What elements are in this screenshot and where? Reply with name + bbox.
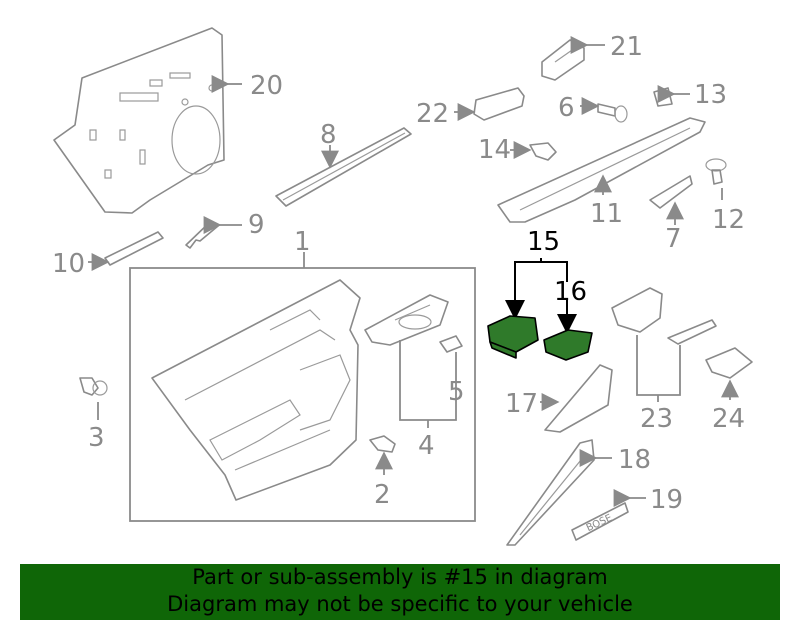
part-23-switch-housing <box>611 287 717 345</box>
callout-8: 8 <box>320 120 337 150</box>
callout-14: 14 <box>478 135 511 165</box>
part-9-bracket <box>185 221 219 249</box>
part-3-push-pin <box>79 377 108 396</box>
callout-18: 18 <box>618 445 651 475</box>
banner-line-1: Part or sub-assembly is #15 in diagram <box>192 565 608 589</box>
part-24-lamp <box>705 347 753 379</box>
part-14-clip <box>529 142 557 161</box>
part-21-switch <box>541 39 585 81</box>
part-13-clip <box>653 87 673 107</box>
callout-4: 4 <box>418 431 435 461</box>
callout-22: 22 <box>416 99 449 129</box>
info-banner: Part or sub-assembly is #15 in diagram D… <box>20 564 780 620</box>
part-11-molding <box>497 117 706 223</box>
callout-3: 3 <box>88 423 105 453</box>
parts-diagram: 20 8 9 10 1 4 5 2 <box>52 27 753 546</box>
callout-21: 21 <box>610 32 643 62</box>
callout-2: 2 <box>374 480 391 510</box>
callout-20: 20 <box>250 71 283 101</box>
callout-9: 9 <box>248 210 265 240</box>
part-19-bose-badge: BOSE <box>571 502 629 541</box>
part-15-highlighted <box>487 315 539 359</box>
part-12-pin <box>705 158 727 185</box>
callout-5: 5 <box>448 377 465 407</box>
callout-24: 24 <box>712 404 745 434</box>
part-5-screw <box>439 335 463 353</box>
callout-6: 6 <box>558 93 575 123</box>
callout-12: 12 <box>712 205 745 235</box>
part-16-highlighted <box>543 329 593 361</box>
part-7-cover <box>649 175 693 209</box>
part-17-trim-cover <box>544 364 613 433</box>
callout-11: 11 <box>590 199 623 229</box>
callout-7: 7 <box>665 224 682 254</box>
part-10-trim-strip <box>104 231 164 266</box>
part-20-inner-panel <box>53 27 225 214</box>
callout-10: 10 <box>52 249 85 279</box>
callout-1: 1 <box>294 227 311 257</box>
part-6-screw <box>597 103 628 123</box>
part-2-clip <box>369 435 396 453</box>
callout-17: 17 <box>505 389 538 419</box>
part-22-bracket <box>473 87 525 121</box>
callout-23: 23 <box>640 404 673 434</box>
callout-16: 16 <box>554 277 587 307</box>
callout-13: 13 <box>694 80 727 110</box>
callout-19: 19 <box>650 485 683 515</box>
banner-line-2: Diagram may not be specific to your vehi… <box>167 592 633 616</box>
part-1-door-trim-box <box>129 267 476 522</box>
part-18-triangle-trim <box>506 439 595 546</box>
callout-15: 15 <box>527 227 560 257</box>
part-4-handle-bracket <box>364 294 449 346</box>
part-8-belt-strip <box>275 127 412 207</box>
